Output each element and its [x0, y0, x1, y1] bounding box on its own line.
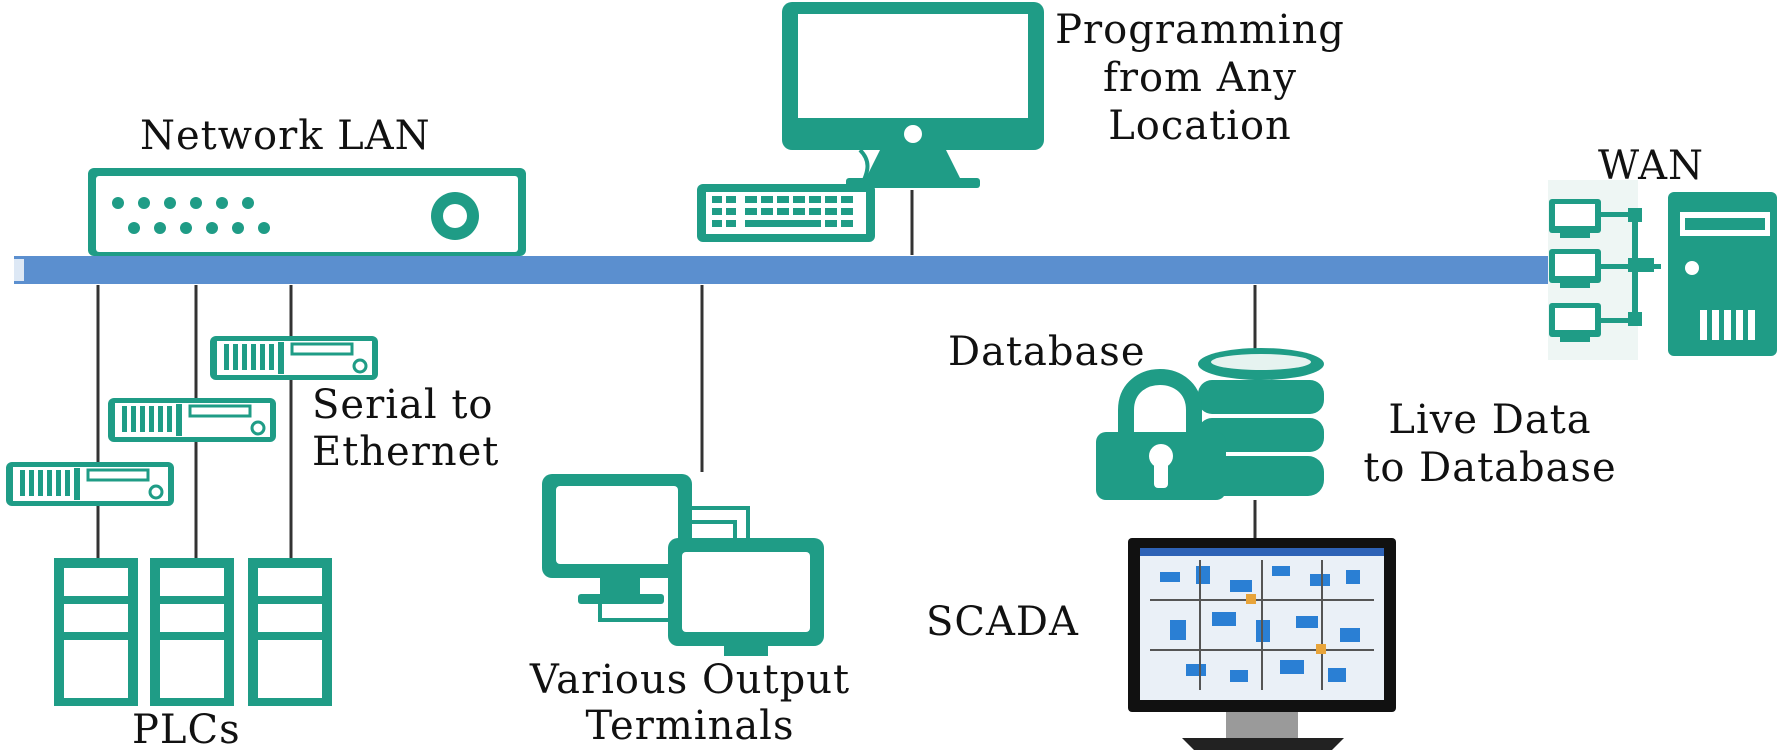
plc-icon: [54, 558, 138, 706]
live-data-label-line2: to Database: [1363, 445, 1617, 491]
terminals-label-line1: Various Output: [529, 657, 851, 703]
keyboard-icon: [697, 148, 875, 242]
network-bus: [14, 256, 1559, 284]
wan-icon: [1548, 180, 1777, 360]
programming-label-line3: Location: [1108, 103, 1292, 149]
serial-label-line1: Serial to: [312, 382, 494, 428]
lock-icon: [1096, 369, 1226, 500]
database-icon: [1198, 348, 1324, 496]
lan-switch-icon: [88, 168, 526, 256]
serial-converter-icon: [108, 398, 276, 442]
terminals-label-line2: Terminals: [585, 703, 795, 749]
live-data-label-line1: Live Data: [1388, 397, 1592, 443]
programming-monitor-icon: [782, 2, 1044, 188]
serial-label-line2: Ethernet: [312, 429, 500, 475]
programming-label-line2: from Any: [1103, 55, 1297, 101]
wan-label: WAN: [1598, 143, 1705, 189]
scada-label: SCADA: [926, 599, 1079, 645]
scada-monitor-icon: [1128, 538, 1396, 750]
serial-converter-icon: [6, 462, 174, 506]
connector-lines: [96, 190, 1257, 560]
network-lan-label: Network LAN: [140, 113, 431, 159]
plcs-label: PLCs: [132, 707, 241, 753]
output-terminals-icon: [542, 474, 824, 656]
programming-label-line1: Programming: [1055, 7, 1345, 53]
database-label: Database: [948, 329, 1146, 375]
plc-icon: [150, 558, 234, 706]
serial-converter-icon: [210, 336, 378, 380]
plc-icon: [248, 558, 332, 706]
